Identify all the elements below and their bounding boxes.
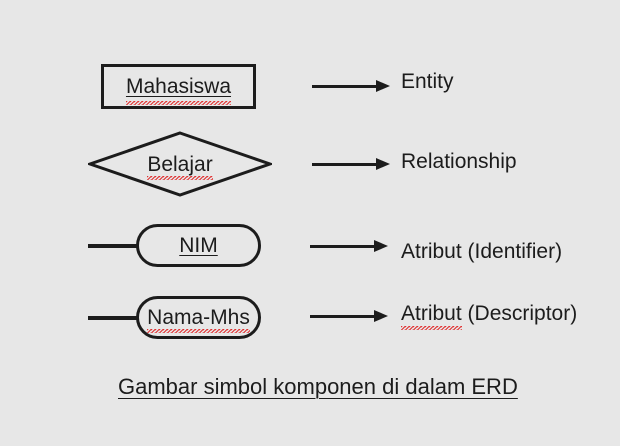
identifier-attribute-shape: NIM: [88, 224, 261, 267]
connector-line: [88, 315, 138, 320]
figure-caption: Gambar simbol komponen di dalam ERD: [118, 374, 518, 399]
relationship-label-wrap: Belajar: [88, 131, 272, 197]
entity-rectangle-shape: Mahasiswa: [101, 64, 256, 109]
legend-word-atribut: Atribut: [401, 302, 462, 325]
identifier-shape-label: NIM: [179, 234, 218, 257]
legend-word-descriptor: (Descriptor): [461, 302, 578, 325]
arrow-right-icon-descriptor: [310, 310, 390, 322]
relationship-diamond-shape: Belajar: [88, 131, 272, 197]
legend-label-entity: Entity: [401, 70, 454, 93]
legend-label-identifier: Atribut (Identifier): [401, 240, 563, 263]
arrow-shaft: [310, 315, 378, 318]
legend-label-relationship: Relationship: [401, 150, 517, 173]
attribute-stadium-outline: Nama-Mhs: [136, 296, 261, 339]
arrow-head: [374, 240, 388, 252]
arrow-shaft: [312, 163, 380, 166]
descriptor-attribute-shape: Nama-Mhs: [88, 296, 261, 339]
arrow-head: [376, 158, 390, 170]
arrow-shaft: [310, 245, 378, 248]
connector-line: [88, 243, 138, 248]
entity-shape-label: Mahasiswa: [125, 75, 232, 105]
arrow-right-icon-relationship: [312, 158, 392, 170]
arrow-head: [376, 80, 390, 92]
diamond-outline-icon: [88, 131, 272, 197]
legend-label-descriptor: Atribut (Descriptor): [401, 303, 577, 324]
arrow-right-icon-identifier: [310, 240, 390, 252]
arrow-right-icon-entity: [312, 80, 392, 92]
arrow-shaft: [312, 85, 380, 88]
attribute-stadium-outline: NIM: [136, 224, 261, 267]
arrow-head: [374, 310, 388, 322]
descriptor-shape-label: Nama-Mhs: [147, 306, 250, 333]
relationship-shape-label: Belajar: [147, 152, 214, 180]
